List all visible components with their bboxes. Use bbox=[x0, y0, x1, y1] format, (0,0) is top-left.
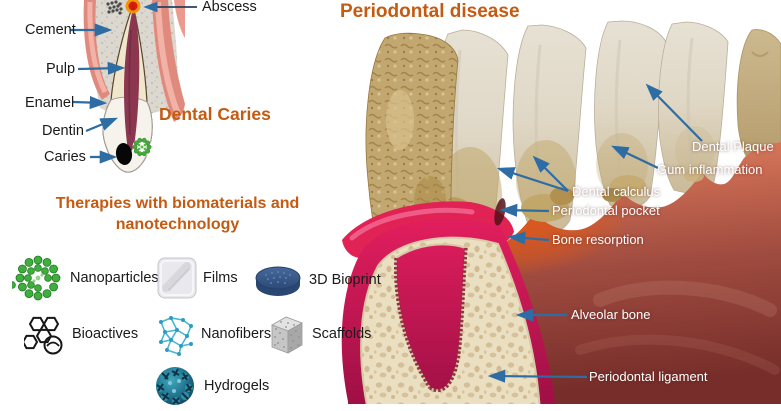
dental-caries-caption: Dental Caries bbox=[159, 104, 271, 124]
label-bone-resorption: Bone resorption bbox=[552, 232, 644, 247]
label-alveolar-bone: Alveolar bone bbox=[571, 307, 651, 322]
bioactives-icon bbox=[24, 316, 63, 355]
therapy-label-hydrogels: Hydrogels bbox=[204, 378, 270, 394]
label-dentin: Dentin bbox=[42, 123, 84, 139]
periodontal-illustration bbox=[330, 20, 781, 411]
therapy-label-films: Films bbox=[203, 270, 238, 286]
therapy-label-nanofibers: Nanofibers bbox=[201, 326, 272, 342]
hydrogels-icon bbox=[156, 367, 194, 405]
label-dental-plaque: Dental Plaque bbox=[692, 139, 774, 154]
label-abscess: Abscess bbox=[202, 0, 257, 15]
therapy-nanoparticles: Nanoparticles bbox=[12, 252, 159, 304]
film-icon bbox=[157, 257, 197, 299]
label-pulp: Pulp bbox=[46, 61, 76, 77]
caries-arrows bbox=[70, 1, 197, 164]
periodontal-arrows bbox=[487, 83, 703, 383]
therapy-label-scaffolds: Scaffolds bbox=[312, 326, 372, 342]
therapy-label-bioprint: 3D Bioprint bbox=[309, 272, 381, 288]
teeth-row bbox=[434, 20, 781, 252]
label-gum-inflammation: Gum inflammation bbox=[657, 162, 763, 177]
bone-cross-section bbox=[341, 198, 556, 411]
3d-bioprint-icon bbox=[255, 266, 301, 296]
scaffolds-icon bbox=[271, 316, 303, 354]
label-cement: Cement bbox=[25, 22, 76, 38]
caries-spot bbox=[115, 143, 133, 165]
therapies-title-line2: nanotechnology bbox=[115, 216, 240, 233]
label-periodontal-ligament: Periodontal ligament bbox=[589, 369, 708, 384]
nanoparticles-icon bbox=[12, 255, 61, 301]
therapy-label-bioactives: Bioactives bbox=[72, 326, 139, 342]
therapy-films: Films bbox=[157, 257, 238, 299]
bacteria-cluster bbox=[106, 0, 123, 15]
label-periodontal-pocket: Periodontal pocket bbox=[552, 203, 660, 218]
therapies-title-line1: Therapies with biomaterials and bbox=[55, 195, 300, 212]
label-enamel: Enamel bbox=[25, 95, 75, 111]
nanofibers-icon bbox=[159, 316, 193, 356]
label-dental-calculus: Dental calculus bbox=[572, 184, 661, 199]
label-caries: Caries bbox=[44, 149, 86, 165]
therapies-title: Therapies with biomaterials and nanotech… bbox=[20, 193, 335, 235]
bottom-edge-strip bbox=[330, 404, 781, 411]
therapy-label-nanoparticles: Nanoparticles bbox=[70, 270, 159, 286]
therapy-bioactives: Bioactives bbox=[24, 313, 138, 355]
therapy-scaffolds: Scaffolds bbox=[266, 311, 371, 357]
abscess-spot bbox=[125, 0, 141, 14]
tooth-cross-section-illustration bbox=[70, 0, 197, 173]
therapy-hydrogels: Hydrogels bbox=[152, 363, 269, 409]
caries-bacteria bbox=[132, 137, 152, 157]
therapy-bioprint: 3D Bioprint bbox=[253, 262, 381, 298]
therapy-nanofibers: Nanofibers bbox=[155, 312, 271, 356]
periodontal-title: Periodontal disease bbox=[340, 1, 520, 22]
